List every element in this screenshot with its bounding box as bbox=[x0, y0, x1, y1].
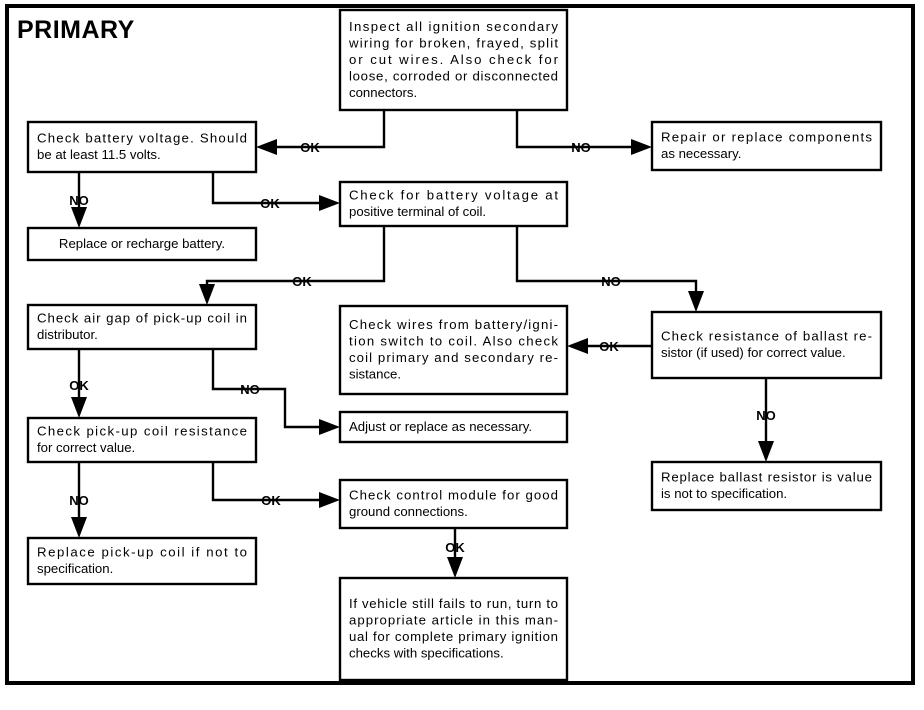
node-box-check-wires-battery-ignition-switch-to-coil bbox=[338, 304, 569, 396]
node-box-check-resistance-of-ballast-resistor bbox=[650, 310, 883, 380]
arrowhead-control-module-to-vehicle-fails bbox=[447, 557, 463, 578]
node-text-line: for correct value. bbox=[37, 440, 135, 455]
node-text-line: specification. bbox=[37, 561, 113, 576]
edge-pickup-resistance-to-control-module bbox=[211, 462, 323, 502]
flow-node-check-wires-battery-ignition-switch-to-coil: Check wires from battery/igni-tion switc… bbox=[338, 304, 569, 396]
node-text-line: If vehicle still fails to run, turn to bbox=[349, 596, 558, 611]
arrowhead-battery-to-recharge bbox=[71, 207, 87, 228]
node-text-line: Check for battery voltage at bbox=[349, 188, 558, 203]
node-box-repair-or-replace-components bbox=[650, 120, 883, 172]
edge-label-ok-2: OK bbox=[260, 196, 280, 211]
node-text-line: wiring for broken, frayed, split bbox=[348, 35, 558, 50]
arrowhead-pickup-resistance-to-replace-pickup bbox=[71, 517, 87, 538]
edge-label-no-5: NO bbox=[240, 382, 260, 397]
node-box-replace-or-recharge-battery bbox=[26, 226, 258, 262]
node-text-line: be at least 11.5 volts. bbox=[37, 147, 161, 162]
node-text-line: Adjust or replace as necessary. bbox=[349, 419, 532, 434]
arrowhead-coil-voltage-to-air-gap bbox=[199, 284, 215, 305]
edge-label-ok-5: OK bbox=[69, 378, 89, 393]
node-text-line: positive terminal of coil. bbox=[349, 204, 486, 219]
connector-layer: OK NO NO OK OK NO OK bbox=[69, 110, 776, 578]
node-text-line: Check wires from battery/igni- bbox=[349, 317, 558, 332]
arrowhead-pickup-resistance-to-control-module bbox=[319, 492, 340, 508]
node-text-line: Inspect all ignition secondary bbox=[349, 19, 558, 34]
flow-node-replace-or-recharge-battery: Replace or recharge battery. bbox=[26, 226, 258, 262]
node-text-line: distributor. bbox=[37, 327, 98, 342]
node-text-line: ground connections. bbox=[349, 504, 468, 519]
edge-air-gap-to-adjust-replace bbox=[211, 349, 323, 429]
edge-inspect-to-repair bbox=[515, 110, 635, 149]
node-text-line: connectors. bbox=[349, 85, 417, 100]
node-text-line: or cut wires. Also check for bbox=[349, 52, 559, 67]
edge-label-no-2: NO bbox=[69, 193, 89, 208]
node-text-line: Check air gap of pick-up coil in bbox=[37, 311, 247, 326]
edge-coil-voltage-to-ballast bbox=[515, 226, 698, 297]
edge-inspect-to-check-battery bbox=[273, 110, 386, 149]
node-text-line: Check pick-up coil resistance bbox=[37, 424, 247, 439]
page-title: PRIMARY bbox=[17, 16, 135, 44]
node-text-line: Replace or recharge battery. bbox=[59, 236, 225, 251]
node-box-check-voltage-at-coil-positive-terminal bbox=[338, 180, 569, 228]
flow-node-adjust-or-replace-as-necessary: Adjust or replace as necessary. bbox=[338, 410, 569, 444]
edge-label-ok-7: OK bbox=[445, 540, 465, 555]
node-text-line: coil primary and secondary re- bbox=[349, 350, 558, 365]
node-text-line: Check battery voltage. Should bbox=[37, 131, 247, 146]
node-text-line: Check resistance of ballast re- bbox=[661, 329, 872, 344]
node-text-line: sistance. bbox=[349, 367, 401, 382]
flow-node-replace-pickup-coil: Replace pick-up coil if not tospecificat… bbox=[26, 536, 258, 586]
node-text-line: appropriate article in this man- bbox=[349, 613, 558, 628]
node-text-line: checks with specifications. bbox=[349, 646, 504, 661]
node-text-line: Repair or replace components bbox=[661, 130, 872, 145]
node-box-check-battery-voltage bbox=[26, 120, 258, 174]
edge-label-no-3: NO bbox=[601, 274, 621, 289]
arrowhead-air-gap-to-pickup-resistance bbox=[71, 397, 87, 418]
diagram-frame bbox=[5, 4, 915, 685]
node-text-line: as necessary. bbox=[661, 146, 741, 161]
edge-label-ok-1: OK bbox=[300, 140, 320, 155]
node-text-line: ual for complete primary ignition bbox=[349, 629, 558, 644]
node-text-line: is not to specification. bbox=[661, 486, 787, 501]
edge-label-no-4: NO bbox=[756, 408, 776, 423]
node-box-check-pickup-coil-resistance bbox=[26, 416, 258, 464]
node-box-vehicle-still-fails-to-run bbox=[338, 576, 569, 682]
node-text-line: sistor (if used) for correct value. bbox=[661, 345, 846, 360]
edge-label-ok-4: OK bbox=[599, 339, 619, 354]
node-text-line: Replace ballast resistor is value bbox=[661, 470, 872, 485]
node-box-check-control-module-ground-connections bbox=[338, 478, 569, 530]
edge-label-no-1: NO bbox=[571, 140, 591, 155]
node-box-adjust-or-replace-as-necessary bbox=[338, 410, 569, 444]
node-box-check-air-gap-of-pickup-coil bbox=[26, 303, 258, 351]
arrowhead-ballast-to-check-wires bbox=[567, 338, 588, 354]
arrowhead-ballast-to-replace-ballast bbox=[758, 441, 774, 462]
node-text-line: loose, corroded or disconnected bbox=[349, 68, 558, 83]
node-text-line: tion switch to coil. Also check bbox=[349, 334, 558, 349]
edge-label-no-6: NO bbox=[69, 493, 89, 508]
arrowhead-air-gap-to-adjust-replace bbox=[319, 419, 340, 435]
flow-node-check-resistance-of-ballast-resistor: Check resistance of ballast re-sistor (i… bbox=[650, 310, 883, 380]
node-box-inspect-secondary-wiring bbox=[338, 8, 569, 112]
node-text-line: Replace pick-up coil if not to bbox=[37, 545, 247, 560]
arrowhead-inspect-to-check-battery bbox=[256, 139, 277, 155]
edge-label-ok-3: OK bbox=[292, 274, 312, 289]
flow-node-vehicle-still-fails-to-run: If vehicle still fails to run, turn to ap… bbox=[338, 576, 569, 682]
arrowhead-inspect-to-repair bbox=[631, 139, 652, 155]
arrowhead-coil-voltage-to-ballast bbox=[688, 291, 704, 312]
arrowhead-battery-to-coil-voltage bbox=[319, 195, 340, 211]
edge-battery-to-coil-voltage bbox=[211, 172, 323, 205]
node-box-replace-pickup-coil bbox=[26, 536, 258, 586]
edge-label-ok-6: OK bbox=[261, 493, 281, 508]
flow-node-check-air-gap-of-pickup-coil: Check air gap of pick-up coil indistribu… bbox=[26, 303, 258, 351]
node-text-line: Check control module for good bbox=[349, 488, 558, 503]
node-box-replace-ballast-resistor bbox=[650, 460, 883, 512]
